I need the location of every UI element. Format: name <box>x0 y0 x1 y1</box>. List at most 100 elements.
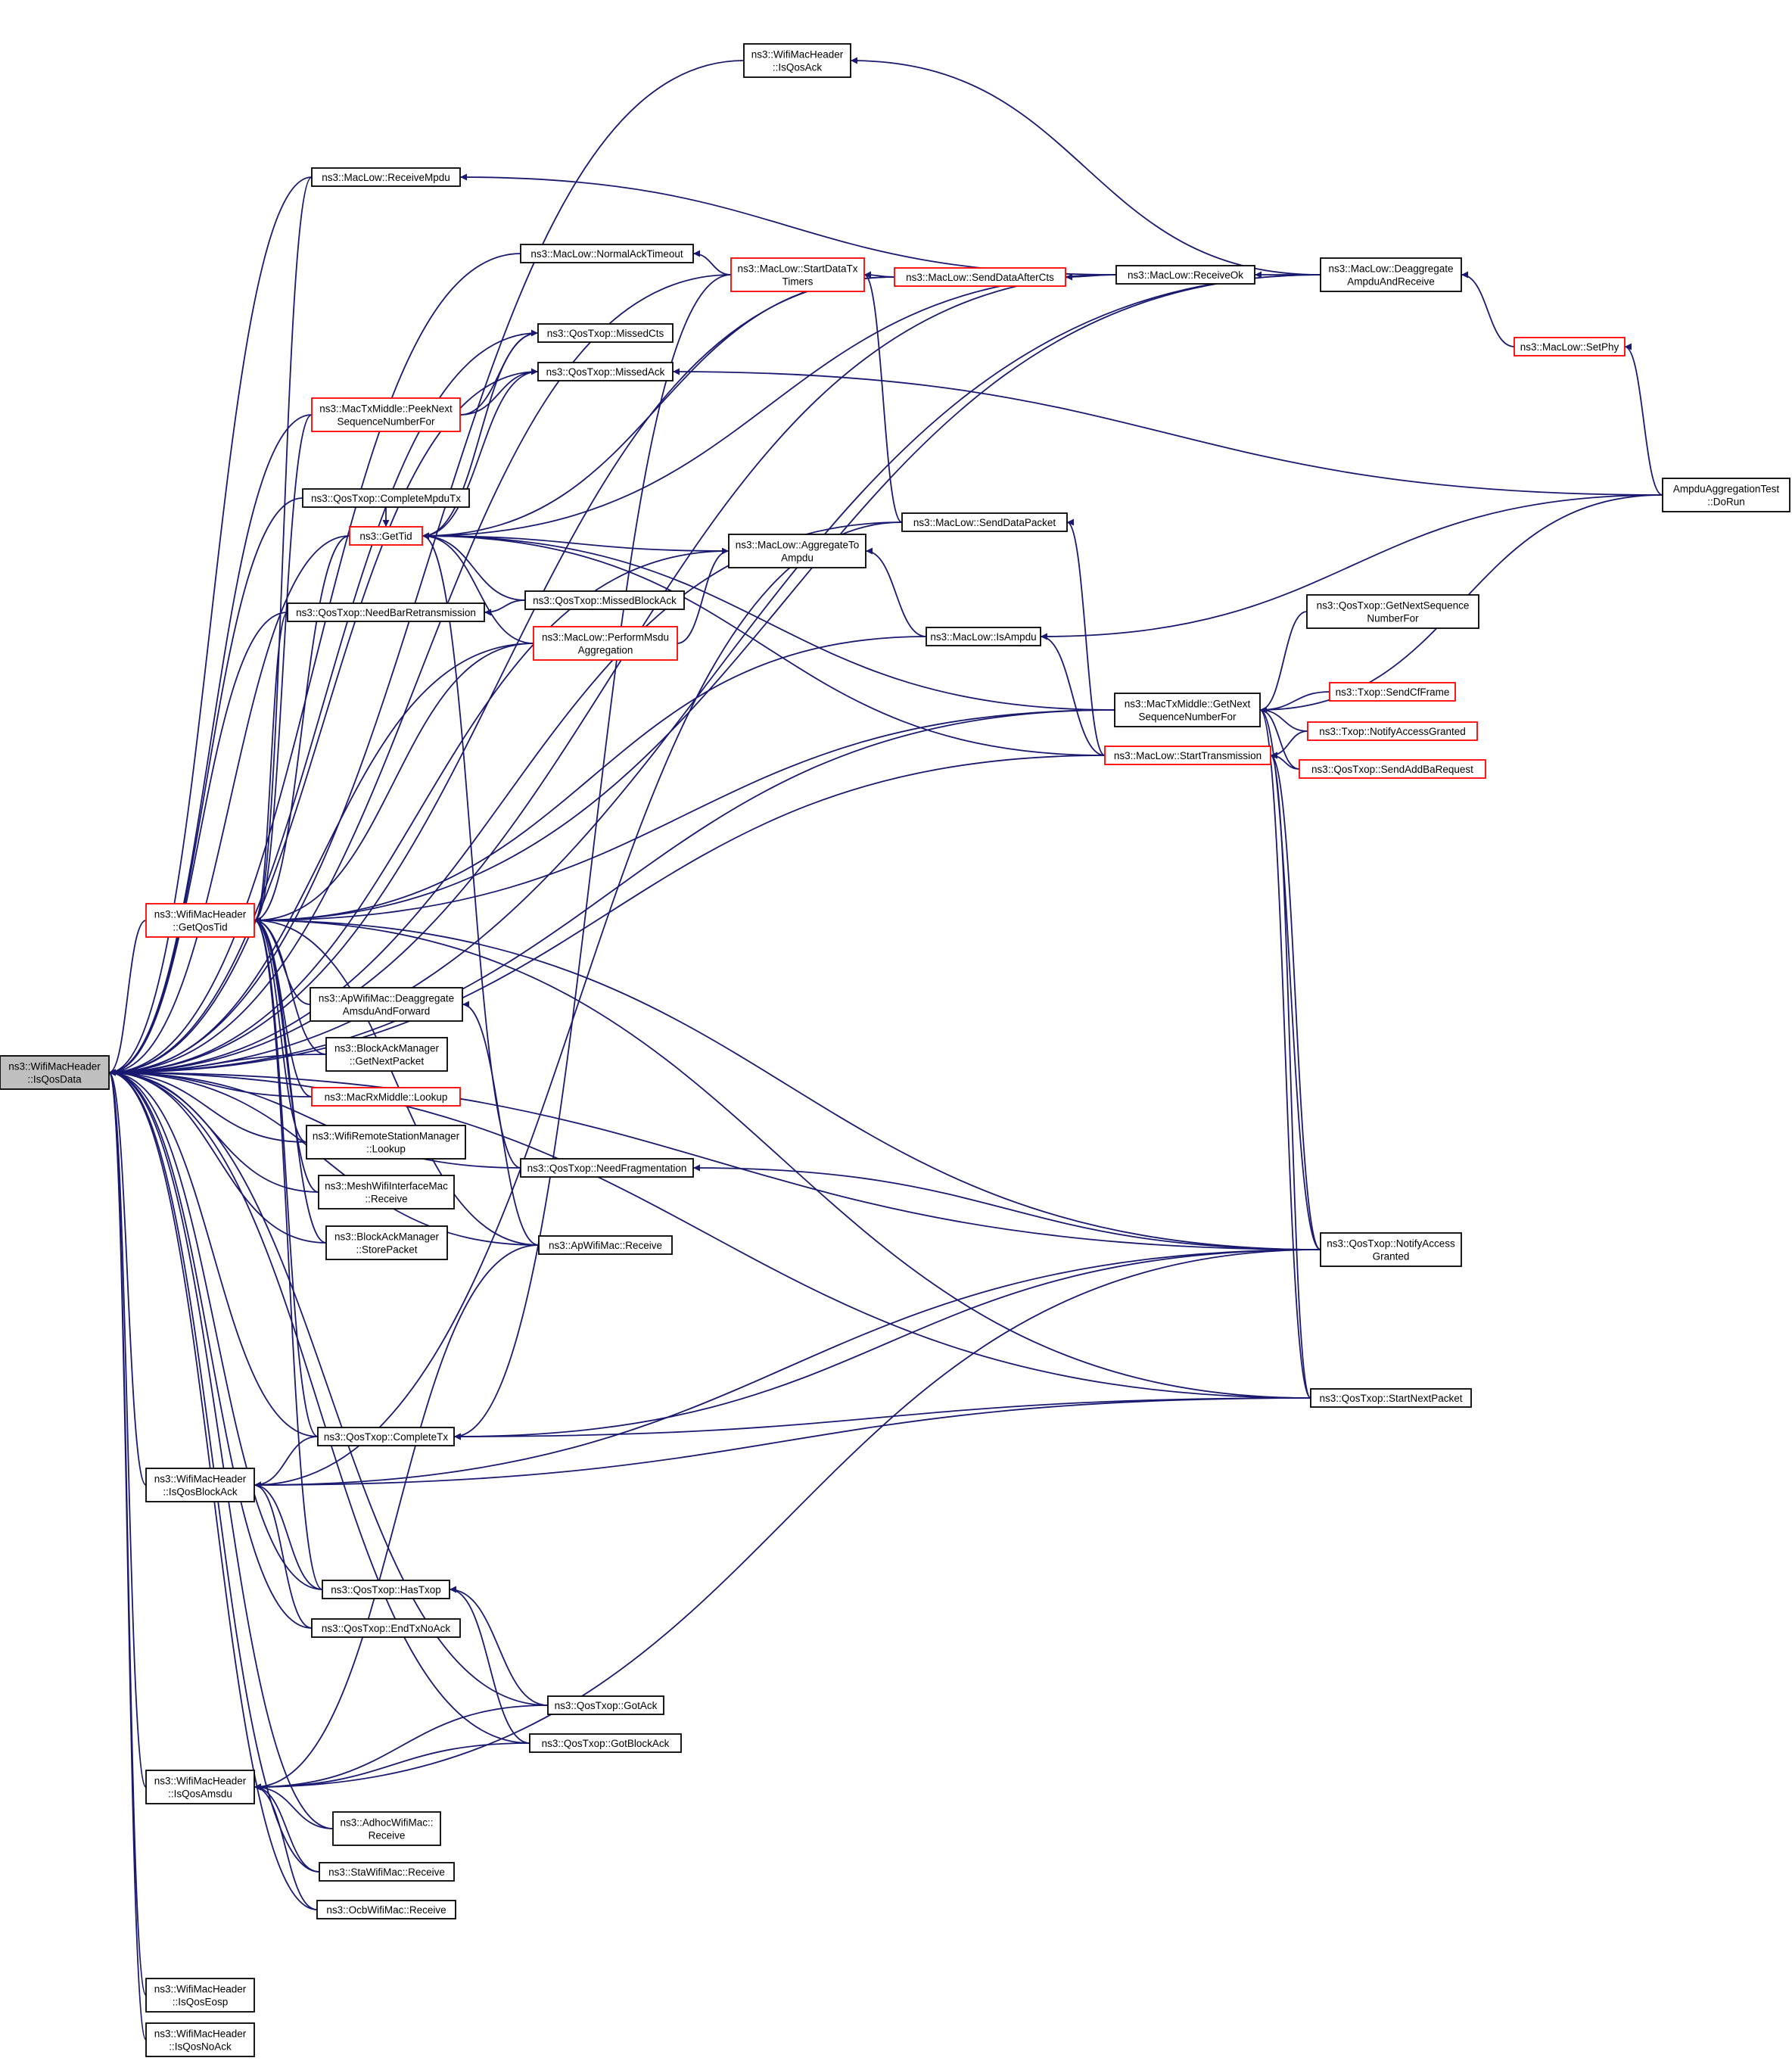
node-gettid[interactable]: ns3::GetTid <box>349 526 423 546</box>
node-startnextpacket[interactable]: ns3::QosTxop::StartNextPacket <box>1310 1388 1472 1408</box>
node-isqosblockack[interactable]: ns3::WifiMacHeader::IsQosBlockAck <box>145 1468 255 1502</box>
edge-senddatapacket-to-startdatatxtimers <box>863 271 903 523</box>
node-qosnotifyaccess[interactable]: ns3::QosTxop::NotifyAccessGranted <box>1320 1232 1462 1267</box>
node-label: NumberFor <box>1367 613 1419 624</box>
node-isqosack[interactable]: ns3::WifiMacHeader::IsQosAck <box>743 43 851 78</box>
node-label: ns3::GetTid <box>359 531 412 542</box>
edge-deaggregateampdu-to-isqosack <box>850 57 1321 276</box>
edge-qosnotifyaccess-to-isqosdata <box>108 1069 1321 1250</box>
node-getqostid[interactable]: ns3::WifiMacHeader::GetQosTid <box>145 903 255 938</box>
node-label: ::GetQosTid <box>173 922 227 933</box>
edge-bamgetnextpacket-to-getqostid <box>254 917 327 1055</box>
node-label: SequenceNumberFor <box>337 416 435 428</box>
node-isqosdata[interactable]: ns3::WifiMacHeader::IsQosData <box>0 1055 110 1090</box>
node-isqoseosp[interactable]: ns3::WifiMacHeader::IsQosEosp <box>145 1978 255 2013</box>
node-sendcfframe[interactable]: ns3::Txop::SendCfFrame <box>1329 682 1456 702</box>
node-normalacktimeout[interactable]: ns3::MacLow::NormalAckTimeout <box>520 244 694 263</box>
node-meshreceive[interactable]: ns3::MeshWifiInterfaceMac::Receive <box>318 1175 455 1210</box>
node-gotack[interactable]: ns3::QosTxop::GotAck <box>547 1695 664 1715</box>
node-ocbreceive[interactable]: ns3::OcbWifiMac::Receive <box>316 1900 456 1919</box>
node-getnextseqmiddle[interactable]: ns3::MacTxMiddle::GetNextSequenceNumberF… <box>1114 693 1261 727</box>
node-peeknextseq[interactable]: ns3::MacTxMiddle::PeekNextSequenceNumber… <box>311 397 461 432</box>
node-box <box>537 323 674 343</box>
edge-apreceive-to-getqostid <box>254 917 540 1246</box>
node-box <box>1114 693 1261 727</box>
node-missedcts[interactable]: ns3::QosTxop::MissedCts <box>537 323 674 343</box>
node-box <box>311 1087 461 1107</box>
edge-gettid-to-getqostid <box>254 535 350 924</box>
edge-gotack-to-isqosdata <box>108 1069 549 1706</box>
node-label: ns3::QosTxop::CompleteTx <box>324 1431 449 1443</box>
edge-endtxnoack-to-isqosblockack <box>254 1481 313 1629</box>
edge-qosnotifyaccess-to-isqosamsdu <box>254 1249 1321 1791</box>
node-txopnotifyaccess[interactable]: ns3::Txop::NotifyAccessGranted <box>1307 721 1478 741</box>
node-gotblockack[interactable]: ns3::QosTxop::GotBlockAck <box>529 1733 682 1753</box>
edge-startdatatxtimers-to-isqosdata <box>108 274 732 1076</box>
node-bamgetnextpacket[interactable]: ns3::BlockAckManager::GetNextPacket <box>325 1037 448 1072</box>
edge-isqosack-to-isqosdata <box>108 60 745 1076</box>
node-label: ns3::MacLow::StartDataTx <box>737 263 857 275</box>
node-setphy[interactable]: ns3::MacLow::SetPhy <box>1514 337 1626 356</box>
node-label: ::DoRun <box>1707 497 1745 508</box>
node-label: ns3::QosTxop::SendAddBaRequest <box>1311 764 1473 775</box>
node-label: ns3::MacLow::AggregateTo <box>736 540 860 551</box>
edge-setphy-to-deaggregateampdu <box>1461 271 1515 347</box>
node-missedblockack[interactable]: ns3::QosTxop::MissedBlockAck <box>524 590 685 610</box>
node-hastxop[interactable]: ns3::QosTxop::HasTxop <box>322 1580 450 1599</box>
node-receivempdu[interactable]: ns3::MacLow::ReceiveMpdu <box>311 167 461 187</box>
node-apdeaggregate[interactable]: ns3::ApWifiMac::DeaggregateAmsduAndForwa… <box>310 987 463 1022</box>
node-label: ns3::WifiMacHeader <box>8 1061 101 1073</box>
node-label: ns3::MacTxMiddle::PeekNext <box>319 403 453 415</box>
node-label: ns3::WifiMacHeader <box>154 1474 247 1485</box>
edge-peeknextseq-to-getqostid <box>254 414 313 924</box>
edge-ocbreceive-to-isqosamsdu <box>254 1783 318 1910</box>
node-label: ns3::ApWifiMac::Receive <box>549 1240 662 1251</box>
node-label: ns3::MacLow::ReceiveMpdu <box>322 172 450 183</box>
edge-startnextpacket-to-getnextseqmiddle <box>1259 706 1311 1399</box>
node-box <box>524 590 685 610</box>
node-endtxnoack[interactable]: ns3::QosTxop::EndTxNoAck <box>311 1618 461 1638</box>
node-completempdutx[interactable]: ns3::QosTxop::CompleteMpduTx <box>302 488 470 508</box>
node-label: Timers <box>782 276 814 288</box>
node-stareceive[interactable]: ns3::StaWifiMac::Receive <box>319 1862 455 1882</box>
edge-needbarretrans-to-getqostid <box>254 612 288 924</box>
edge-endtxnoack-to-isqosdata <box>108 1069 313 1629</box>
node-senddataaftercts[interactable]: ns3::MacLow::SendDataAfterCts <box>894 267 1066 287</box>
node-label: ns3::WifiRemoteStationManager <box>313 1131 460 1142</box>
node-starttransmission[interactable]: ns3::MacLow::StartTransmission <box>1104 746 1271 765</box>
node-senddatapacket[interactable]: ns3::MacLow::SendDataPacket <box>901 512 1068 532</box>
node-needfragmentation[interactable]: ns3::QosTxop::NeedFragmentation <box>520 1158 694 1178</box>
node-isqosamsdu[interactable]: ns3::WifiMacHeader::IsQosAmsdu <box>145 1770 255 1804</box>
edge-receiveok-to-isqosdata <box>108 274 1117 1076</box>
edge-gettid-to-isqosdata <box>108 535 350 1076</box>
edge-gotack-to-isqosamsdu <box>254 1705 549 1791</box>
node-label: SequenceNumberFor <box>1138 711 1237 723</box>
node-label: AmsduAndForward <box>343 1006 431 1017</box>
node-needbarretrans[interactable]: ns3::QosTxop::NeedBarRetransmission <box>287 602 485 622</box>
node-missedack[interactable]: ns3::QosTxop::MissedAck <box>537 362 674 381</box>
edge-performmsdu-to-aggregatetoampdu <box>677 547 730 644</box>
node-adhocreceive[interactable]: ns3::AdhocWifiMac::Receive <box>332 1811 441 1846</box>
edge-gotblockack-to-hastxop <box>449 1586 530 1744</box>
node-label: ::StorePacket <box>356 1244 417 1256</box>
node-sendaddbarequest[interactable]: ns3::QosTxop::SendAddBaRequest <box>1299 759 1486 779</box>
node-apreceive[interactable]: ns3::ApWifiMac::Receive <box>538 1235 673 1255</box>
edge-starttransmission-to-senddatapacket <box>1066 518 1106 756</box>
node-label: ns3::MacLow::ReceiveOk <box>1128 269 1243 281</box>
node-completetx[interactable]: ns3::QosTxop::CompleteTx <box>317 1427 455 1446</box>
node-macrxlookup[interactable]: ns3::MacRxMiddle::Lookup <box>311 1087 461 1107</box>
node-box <box>317 1427 455 1446</box>
node-ampdutestdorun[interactable]: AmpduAggregationTest::DoRun <box>1662 478 1790 512</box>
node-receiveok[interactable]: ns3::MacLow::ReceiveOk <box>1115 265 1255 285</box>
node-bamstorepacket[interactable]: ns3::BlockAckManager::StorePacket <box>325 1225 448 1260</box>
node-label: ::Receive <box>365 1194 407 1205</box>
node-isqosnoack[interactable]: ns3::WifiMacHeader::IsQosNoAck <box>145 2022 255 2057</box>
node-remotestationlookup[interactable]: ns3::WifiRemoteStationManager::Lookup <box>306 1125 466 1160</box>
node-isampdu[interactable]: ns3::MacLow::IsAmpdu <box>926 627 1041 646</box>
node-label: ::IsQosAmsdu <box>168 1789 232 1800</box>
